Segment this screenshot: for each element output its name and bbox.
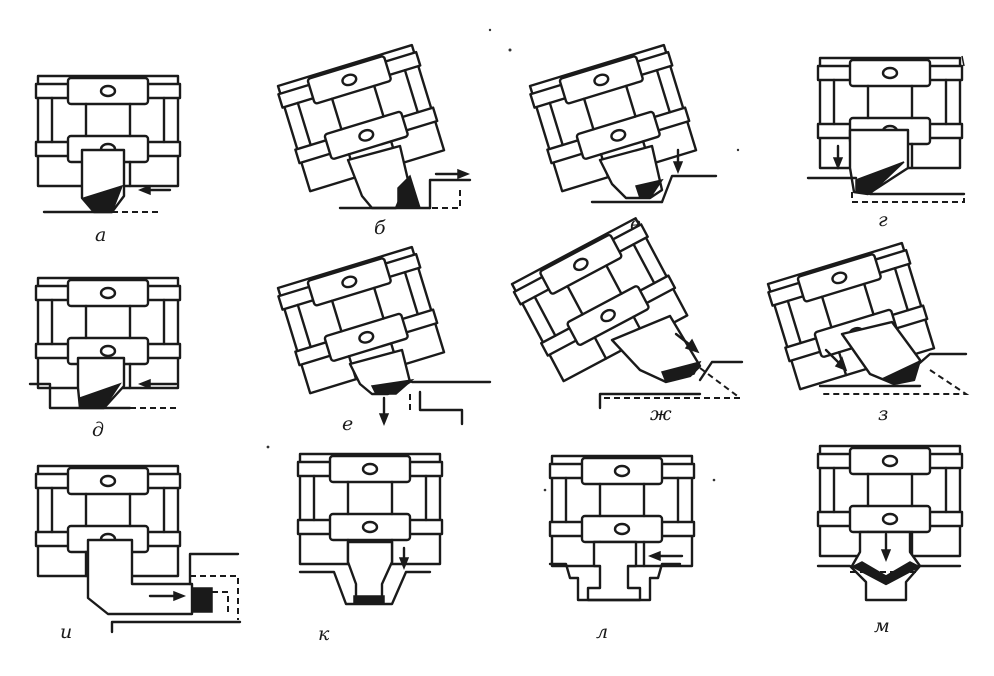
scan-speck [488, 28, 492, 32]
scan-speck [736, 148, 740, 152]
arrow-head [137, 378, 151, 390]
workpiece-outline [604, 367, 743, 399]
workpiece-step [418, 390, 464, 426]
workpiece-step [912, 352, 968, 370]
panel-label-l: л [596, 621, 608, 643]
scan-speck [712, 478, 716, 482]
arrow-head [684, 338, 700, 354]
arrow-head [832, 157, 844, 171]
scan-mark [961, 55, 965, 67]
panel-g: г [806, 56, 966, 231]
workpiece-surface [28, 382, 132, 410]
scan-speck [508, 48, 512, 52]
arrow-head [880, 549, 892, 563]
panel-label-z: з [878, 403, 888, 425]
workpiece-outline-inner [212, 591, 229, 612]
tool-tip [852, 561, 920, 585]
workpiece-step [428, 178, 472, 210]
panel-e: е [274, 245, 492, 435]
workpiece-surface [110, 620, 242, 634]
tool-tip [191, 587, 213, 613]
panel-d: д [28, 276, 182, 441]
arrow-head [647, 550, 661, 562]
panel-label-d: д [92, 419, 104, 441]
panel-l: л [548, 454, 696, 643]
cutting-tool [610, 314, 702, 384]
workpiece-surface [816, 564, 962, 602]
workpiece-step [698, 360, 744, 382]
arrow-head [398, 557, 410, 571]
cutting-tool [346, 540, 394, 602]
workpiece-surface [298, 570, 432, 606]
arrow-head [457, 168, 471, 180]
panel-k: к [296, 452, 444, 645]
arrow-head [378, 413, 390, 427]
panel-zh: ж [509, 216, 744, 425]
panel-m: м [816, 444, 964, 637]
panel-label-e: е [342, 413, 353, 435]
panel-label-b: б [374, 217, 386, 239]
panel-label-i: и [60, 621, 72, 643]
arrow-head [672, 161, 684, 175]
workpiece-step [188, 552, 240, 586]
panel-label-a: а [95, 224, 106, 246]
workpiece-outline [851, 192, 965, 203]
workpiece-outline [422, 190, 461, 209]
tool-tip [882, 360, 920, 385]
panel-label-v: в [630, 213, 641, 235]
arrow-head [173, 590, 187, 602]
panel-b: б [274, 43, 472, 239]
arrow-head [834, 356, 848, 372]
workpiece-step [660, 174, 718, 204]
workpiece-surface [548, 562, 682, 602]
panel-label-m: м [874, 615, 890, 637]
panel-a: а [34, 74, 182, 246]
panel-label-g: г [878, 209, 888, 231]
panel-label-k: к [318, 623, 330, 645]
scan-speck [266, 445, 270, 449]
scan-speck [543, 488, 547, 492]
arrow-head [137, 184, 151, 196]
panel-v: в [526, 43, 718, 235]
panel-z: з [764, 241, 970, 425]
cutting-tool [586, 540, 642, 602]
panel-label-zh: ж [650, 403, 672, 425]
panel-i: и [34, 464, 242, 643]
workpiece-outline [820, 369, 970, 395]
tool-tip [370, 378, 415, 395]
workpiece-outline [190, 575, 239, 620]
workpiece-surface [598, 392, 702, 410]
tool-tip [660, 360, 702, 383]
tool-tip [635, 178, 664, 199]
